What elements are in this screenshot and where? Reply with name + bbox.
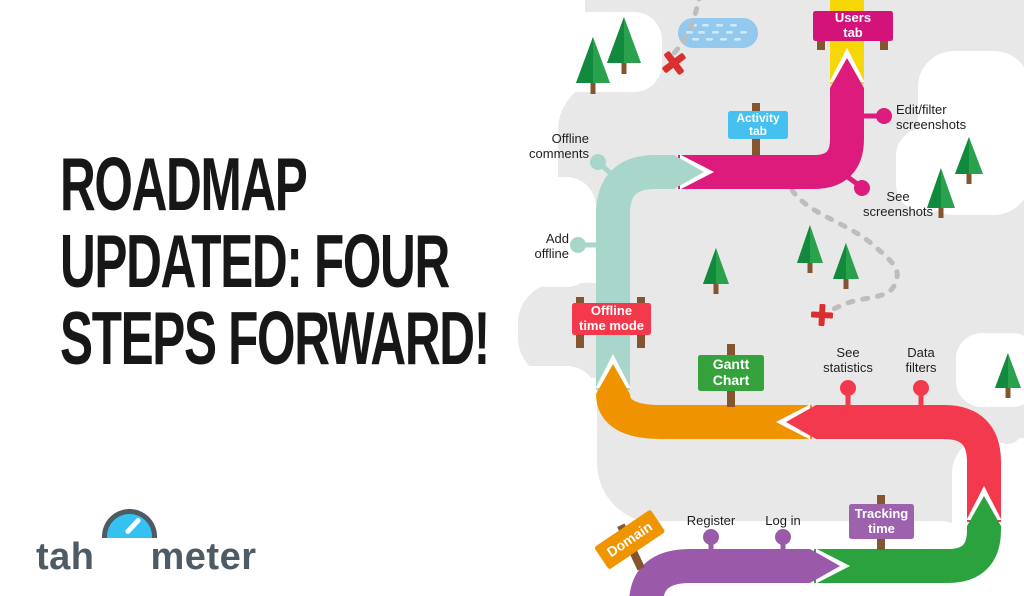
page-title: ROADMAP UPDATED: FOUR STEPS FORWARD! [60, 146, 710, 377]
road-teal [596, 155, 674, 390]
milestone-dot-offline-comments [590, 154, 606, 170]
tahometer-logo: tah meter [36, 509, 257, 579]
logo-text-prefix: tah [36, 536, 95, 578]
roads [595, 0, 1002, 596]
road-orange [596, 392, 812, 439]
milestone-dot-edit-filter [876, 108, 892, 124]
milestone-dot-see-screenshots [854, 180, 870, 196]
headline-line-1: ROADMAP [60, 142, 308, 226]
label-register: Register [686, 513, 736, 528]
milestone-dot-data-filters [913, 380, 929, 396]
logo-text-suffix: meter [150, 536, 257, 578]
sign-activity-tab [728, 111, 788, 139]
headline-line-2: UPDATED: FOUR [60, 219, 450, 303]
headline-line-3: STEPS FORWARD! [60, 296, 490, 380]
road-red [816, 405, 1001, 522]
milestone-dot-register [703, 529, 719, 545]
plus-marker [810, 303, 834, 327]
sign-offline-time-mode [572, 303, 651, 335]
tree-icon [955, 137, 983, 184]
road-purple [629, 549, 810, 596]
tree-icon [797, 225, 823, 273]
label-log-in: Log in [765, 513, 801, 528]
milestone-dot-log-in [775, 529, 791, 545]
tree-icon [607, 17, 641, 74]
trail-to-plus [789, 187, 900, 315]
road-green [814, 526, 1001, 583]
milestone-dot-add-offline [570, 237, 586, 253]
road-pink [678, 88, 864, 189]
sign-tracking-time [849, 504, 914, 539]
milestone-dot-see-statistics [840, 380, 856, 396]
tree-icon [995, 353, 1021, 398]
trees [576, 17, 1021, 398]
sign-domain [594, 510, 665, 569]
sign-users-tab [813, 11, 893, 41]
pond [678, 18, 758, 48]
tree-icon [833, 243, 859, 289]
tree-icon [576, 37, 610, 94]
tree-icon [927, 168, 955, 218]
milestone-markers [570, 108, 929, 551]
x-marker [662, 51, 686, 75]
trail-to-x [671, 0, 702, 56]
signposts [572, 11, 914, 571]
sign-gantt-chart [698, 355, 764, 391]
tree-icon [703, 248, 729, 294]
gray-dot-blob [991, 412, 1023, 444]
